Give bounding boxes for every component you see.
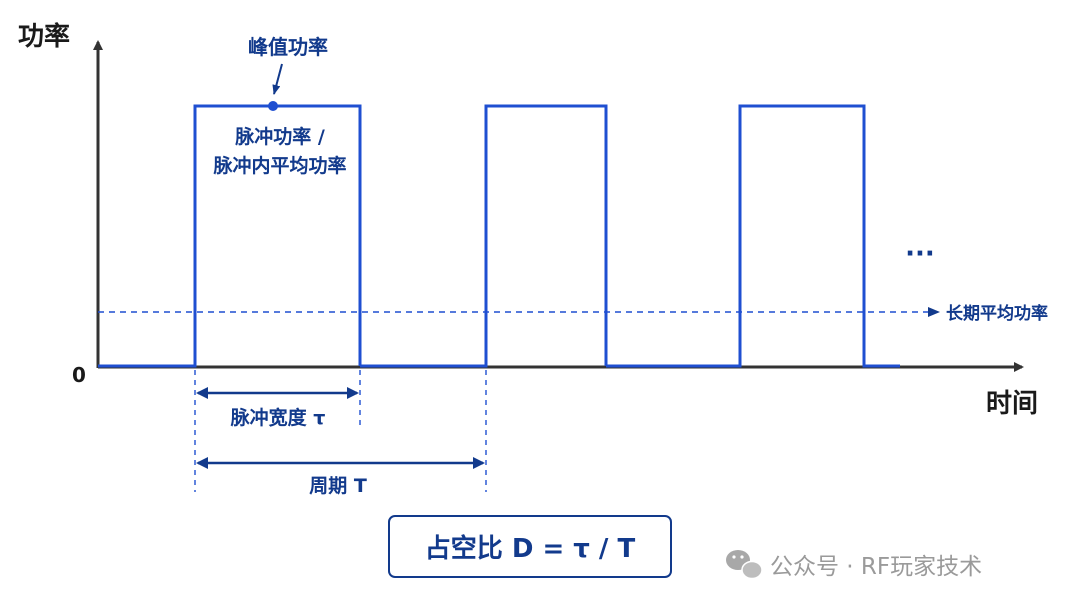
- peak-arrow: [272, 63, 283, 95]
- watermark-text: 公众号 · RF玩家技术: [770, 554, 982, 580]
- pulse-3: [606, 104, 900, 368]
- x-axis-label: 时间: [986, 389, 1038, 419]
- pulse-width-label: 脉冲宽度 τ: [230, 406, 326, 429]
- peak-power-label: 峰值功率: [248, 35, 328, 59]
- ellipsis: ···: [905, 239, 935, 269]
- formula-box: [388, 515, 672, 578]
- wechat-icon: [726, 550, 763, 580]
- period-label: 周期 T: [309, 475, 367, 497]
- y-axis-label: 功率: [18, 21, 70, 52]
- duty-cycle-formula: 占空比 D = τ / T: [425, 533, 636, 564]
- pulse-power-label-2: 脉冲内平均功率: [212, 154, 346, 177]
- long-term-average-label: 长期平均功率: [946, 303, 1048, 324]
- pulse-train: [98, 104, 900, 368]
- pulse-1: [98, 104, 362, 368]
- average-arrow-head: [928, 307, 940, 317]
- pulse-2: [360, 104, 608, 368]
- peak-point: [268, 101, 278, 111]
- pulse-power-label-1: 脉冲功率 /: [234, 125, 325, 148]
- origin-label: 0: [72, 363, 86, 387]
